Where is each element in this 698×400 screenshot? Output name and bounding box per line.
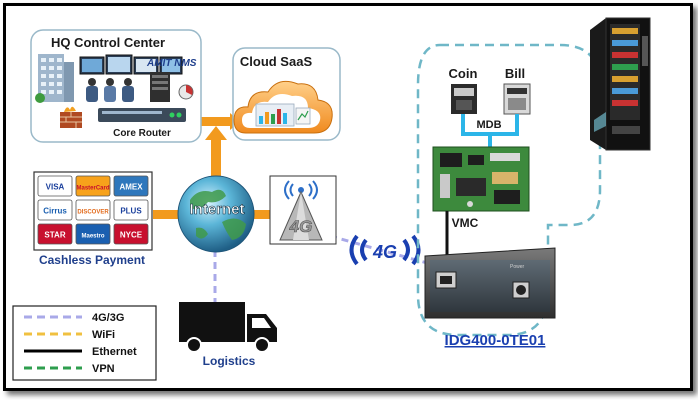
arrow-up <box>205 126 227 140</box>
card-logo-text: MasterCard <box>76 186 109 192</box>
bill-validator-icon <box>503 83 531 115</box>
card-logo-text: DISCOVER <box>77 210 109 216</box>
card-logo-mastercard: MasterCard <box>75 175 111 197</box>
router-icon <box>98 108 186 122</box>
card-logo-text: STAR <box>44 231 65 240</box>
nms-label: AMIT NMS <box>146 58 197 69</box>
legend-label: VPN <box>92 363 115 375</box>
link-internet-tower <box>248 210 270 219</box>
server-icon <box>150 72 194 102</box>
cell-tower: 4G <box>269 175 337 245</box>
card-logo-maestro: Maestro <box>75 223 111 245</box>
card-logos: VISA MasterCard AMEX Cirrus DISCOVER PLUS STAR… <box>37 175 149 245</box>
gateway-name: IDG400-0TE01 <box>445 332 546 349</box>
card-logo-plus: PLUS <box>113 199 149 221</box>
card-logo-cirrus: Cirrus <box>37 199 73 221</box>
bill-label: Bill <box>505 66 525 81</box>
internet-globe: Internet <box>177 175 255 253</box>
router-label: Core Router <box>113 128 171 139</box>
vmc-label: VMC <box>452 216 479 230</box>
vmc-board-icon <box>432 146 530 212</box>
card-logo-text: PLUS <box>120 207 142 216</box>
legend-label: WiFi <box>92 329 115 341</box>
firewall-icon <box>60 106 82 128</box>
card-logo-visa: VISA <box>37 175 73 197</box>
hq-control-center: HQ Control Center <box>30 29 202 143</box>
operators-icon <box>86 78 134 102</box>
gateway-panel-label: Power <box>510 264 525 270</box>
legend-item-2: Ethernet <box>24 346 137 358</box>
legend-item-0: 4G/3G <box>24 312 124 324</box>
card-logo-text: VISA <box>46 183 65 192</box>
card-logo-text: Maestro <box>81 234 104 240</box>
signal-wave-icon <box>349 234 359 266</box>
logistics: Logistics <box>179 302 277 368</box>
card-logo-nyce: NYCE <box>113 223 149 245</box>
truck-icon <box>179 302 277 353</box>
legend-item-3: VPN <box>24 363 115 375</box>
cloud-title: Cloud SaaS <box>240 54 313 69</box>
card-logo-text: Cirrus <box>43 207 67 216</box>
legend-item-1: WiFi <box>24 329 115 341</box>
building-icon <box>35 54 74 103</box>
link-4g-label: 4G <box>372 242 397 262</box>
tower-4g-label: 4G <box>289 217 313 236</box>
mdb-label: MDB <box>476 119 501 131</box>
legend-box <box>12 305 157 381</box>
card-logo-star: STAR <box>37 223 73 245</box>
logistics-label: Logistics <box>203 354 256 368</box>
cellular-links <box>213 234 446 305</box>
card-logo-text: NYCE <box>120 231 143 240</box>
vending-machine-icon <box>590 17 651 151</box>
internet-label: Internet <box>189 201 244 218</box>
payment-label: Cashless Payment <box>39 253 145 267</box>
coin-mech-icon <box>451 84 477 114</box>
wireless-signal: 4G <box>349 234 421 266</box>
card-logo-text: AMEX <box>119 183 143 192</box>
cloud-saas: Cloud SaaS <box>232 47 341 141</box>
legend-label: 4G/3G <box>92 312 124 324</box>
link-hq-cloud <box>194 117 234 126</box>
gateway-device-icon: Power <box>424 247 556 319</box>
vending-zone: Coin Bill MDB VMC <box>416 17 651 349</box>
legend-label: Ethernet <box>92 346 137 358</box>
link-payment-internet <box>153 210 188 219</box>
link-internet-hq <box>211 138 221 182</box>
card-logo-discover: DISCOVER <box>75 199 111 221</box>
card-logo-amex: AMEX <box>113 175 149 197</box>
monitor-icon <box>79 54 183 75</box>
cashless-payment: VISA MasterCard AMEX Cirrus DISCOVER PLUS STAR… <box>33 171 153 267</box>
antenna-icon <box>279 180 323 241</box>
hq-title: HQ Control Center <box>51 35 165 50</box>
coin-label: Coin <box>449 66 478 81</box>
cloud-icon <box>233 80 333 134</box>
